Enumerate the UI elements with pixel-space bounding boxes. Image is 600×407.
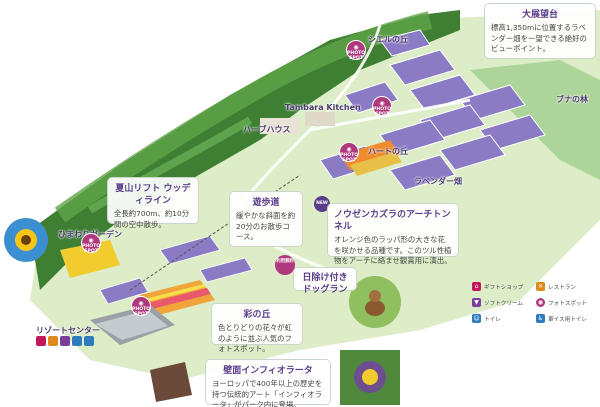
lavender-fields: [319, 29, 546, 191]
legend-soft-cream: ▼ソフトクリーム: [472, 298, 523, 307]
camera-icon: ◉: [379, 100, 385, 107]
callout-text: 全長約700m、約10分間の空中散歩。: [114, 209, 190, 229]
legend-toilet: ☺トイレ: [472, 314, 501, 323]
label-resort-center: リゾートセンター: [36, 326, 100, 335]
irodori-hill: [140, 280, 215, 316]
wheelchair-icon: ♿: [536, 314, 545, 323]
infiorata-building: [150, 362, 192, 402]
callout-title: 壁面インフィオラータ: [223, 366, 313, 376]
camera-icon: ◉: [353, 44, 359, 51]
callout-observation-deck: 大展望台 標高1,350mに位置するラベンダー畑を一望できる絶好のビューポイント…: [485, 4, 595, 58]
sunflower-field: [60, 240, 120, 278]
callout-promenade: 遊歩道 緩やかな斜面を約20分のお散歩コース。: [230, 192, 302, 246]
callout-title: 夏山リフト ウッディライン: [115, 184, 191, 206]
soft-cream-icon: [60, 336, 70, 346]
callout-text: 標高1,350mに位置するラベンダー畑を一望できる絶好のビューポイント。: [491, 23, 587, 53]
legend-restaurant: ✕レストラン: [536, 282, 576, 291]
toilet-icon: ☺: [472, 314, 481, 323]
restaurant-icon: ✕: [536, 282, 545, 291]
callout-infiorata: 壁面インフィオラータ ヨーロッパで400年以上の歴史を持つ伝統的アート「インフィ…: [206, 360, 330, 407]
callout-title: ノウゼンカズラのアーチトンネル: [334, 210, 451, 232]
callout-text: ヨーロッパで400年以上の歴史を持つ伝統的アート「インフィオラータ」がパーク内に…: [212, 379, 323, 407]
callout-nozen-arch: ノウゼンカズラのアーチトンネル オレンジ色のラッパ形の大きな花を咲かせる品種です…: [328, 204, 458, 265]
callout-text: 緩やかな斜面を約20分のお散歩コース。: [236, 211, 296, 241]
callout-title: 彩の丘: [243, 310, 271, 320]
label-shiel-hill: シエルの丘: [368, 35, 408, 44]
label-lavender-field: ラベンダー畑: [414, 177, 462, 186]
callout-lift: 夏山リフト ウッディライン 全長約700m、約10分間の空中散歩。: [108, 178, 198, 229]
restaurant-icon: [48, 336, 58, 346]
callout-title: 日除け付きドッグラン: [302, 273, 348, 295]
camera-icon: ◉: [88, 237, 94, 244]
camera-icon: ◉: [536, 298, 545, 307]
gift-shop-icon: [36, 336, 46, 346]
gift-shop-icon: ⌂: [472, 282, 481, 291]
callout-title: 遊歩道: [252, 198, 280, 208]
resort-facility-icons: [36, 336, 94, 346]
soft-cream-icon: ▼: [472, 298, 481, 307]
label-herb-house: ハーブハウス: [243, 125, 291, 134]
wheelchair-toilet-icon: [84, 336, 94, 346]
label-heart-hill: ハートの丘: [368, 147, 408, 156]
legend-gift-shop: ⌂ギフトショップ: [472, 282, 523, 291]
camera-icon: ◉: [346, 146, 352, 153]
label-buna-forest: ブナの林: [556, 95, 588, 104]
callout-dogrun: 日除け付きドッグラン: [294, 268, 356, 295]
heart-hill-field: [340, 140, 400, 170]
label-tambara-kitchen: Tambara Kitchen: [285, 103, 361, 112]
callout-text: オレンジ色のラッパ形の大きな花を咲かせる品種です。このツル性植物をアーチに絡ませ…: [334, 235, 452, 265]
herb-house: [260, 118, 300, 134]
callout-title: 大展望台: [521, 10, 558, 20]
legend-photo-spot: ◉フォトスポット: [536, 298, 588, 307]
legend-wheelchair-toilet: ♿車イス用トイレ: [536, 314, 587, 323]
camera-icon: ◉: [138, 300, 144, 307]
toilet-icon: [72, 336, 82, 346]
callout-text: 色とりどりの花々が虹のように並ぶ人気のフォトスポット。: [218, 323, 292, 353]
free-use-badge: 利用無料: [275, 255, 295, 275]
callout-irodori-hill: 彩の丘 色とりどりの花々が虹のように並ぶ人気のフォトスポット。: [212, 304, 302, 353]
new-badge: NEW: [314, 196, 330, 212]
